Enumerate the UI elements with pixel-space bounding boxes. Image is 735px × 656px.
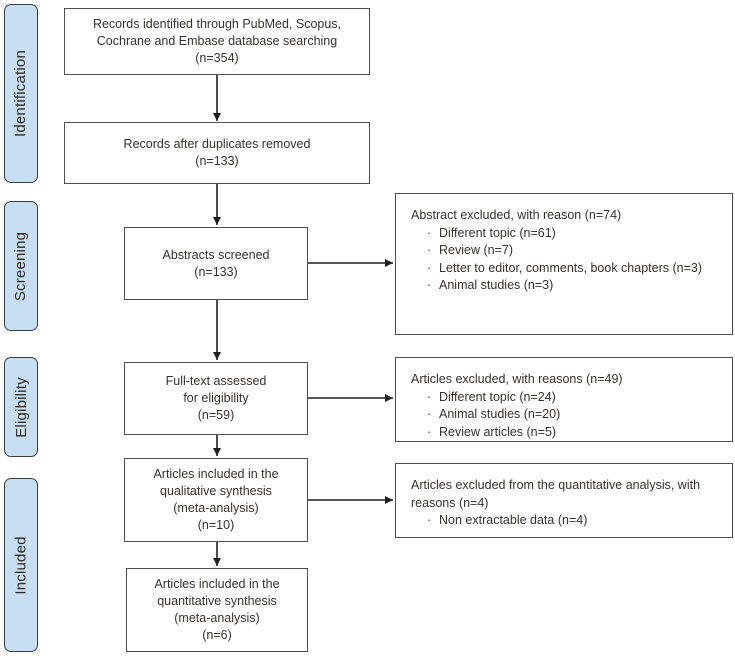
bullet-dot: ·	[427, 243, 432, 257]
stage-eligibility: Eligibility	[4, 357, 38, 457]
exclusion-item: · Different topic (n=61)	[427, 225, 718, 243]
exclusion-item-text: Review (n=7)	[439, 243, 513, 257]
flow-box-fulltext-assessed: Full-text assessed for eligibility (n=59…	[124, 362, 308, 435]
bullet-dot: ·	[427, 513, 432, 527]
flow-box-records-identified-text: Records identified through PubMed, Scopu…	[92, 17, 342, 65]
exclusion-item-text: Different topic (n=24)	[439, 389, 556, 404]
exclusion-item: · Review articles (n=5)	[427, 424, 718, 442]
stage-identification-label: Identification	[12, 49, 30, 138]
bullet-dot: ·	[427, 424, 432, 439]
stage-eligibility-label: Eligibility	[12, 376, 30, 438]
exclusion-box-fulltext-title: Articles excluded, with reasons (n=49)	[411, 372, 623, 386]
exclusion-item-text: Animal studies (n=20)	[439, 407, 561, 421]
flow-box-abstracts-screened-text: Abstracts screened (n=133)	[162, 247, 270, 279]
exclusion-box-abstract-title: Abstract excluded, with reason (n=74)	[411, 208, 622, 222]
exclusion-box-quantitative-title: Articles excluded from the quantitative …	[411, 478, 701, 510]
exclusion-box-abstract: Abstract excluded, with reason (n=74) · …	[395, 193, 733, 335]
flow-box-quantitative-synthesis-text: Articles included in the quantitative sy…	[154, 577, 280, 642]
exclusion-item-text: Animal studies (n=3)	[439, 278, 554, 292]
exclusion-box-quantitative: Articles excluded from the quantitative …	[395, 463, 733, 538]
flow-box-qualitative-synthesis: Articles included in the qualitative syn…	[124, 458, 308, 542]
exclusion-item-text: Review articles (n=5)	[439, 424, 557, 439]
stage-identification: Identification	[4, 4, 38, 183]
exclusion-item: · Non extractable data (n=4)	[427, 512, 718, 530]
bullet-dot: ·	[427, 225, 432, 240]
exclusion-item: · Animal studies (n=3)	[427, 277, 718, 295]
bullet-dot: ·	[427, 407, 432, 421]
flow-box-quantitative-synthesis: Articles included in the quantitative sy…	[126, 568, 308, 652]
flow-box-records-identified: Records identified through PubMed, Scopu…	[64, 8, 370, 75]
flow-box-duplicates-removed-text: Records after duplicates removed (n=133)	[123, 137, 311, 168]
stage-screening-label: Screening	[12, 231, 30, 301]
stage-included: Included	[4, 478, 38, 652]
exclusion-item-text: Different topic (n=61)	[439, 225, 556, 240]
flow-box-duplicates-removed: Records after duplicates removed (n=133)	[64, 122, 370, 184]
bullet-dot: ·	[427, 389, 432, 404]
bullet-dot: ·	[427, 260, 432, 275]
stage-included-label: Included	[12, 535, 30, 595]
flow-box-qualitative-synthesis-text: Articles included in the qualitative syn…	[153, 467, 279, 532]
stage-screening: Screening	[4, 201, 38, 331]
exclusion-item: · Animal studies (n=20)	[427, 406, 718, 424]
exclusion-item-text: Non extractable data (n=4)	[439, 513, 588, 527]
exclusion-box-fulltext: Articles excluded, with reasons (n=49) ·…	[395, 357, 733, 442]
exclusion-item: · Review (n=7)	[427, 242, 718, 260]
flow-box-fulltext-assessed-text: Full-text assessed for eligibility (n=59…	[165, 374, 267, 422]
bullet-dot: ·	[427, 278, 432, 292]
exclusion-item-text: Letter to editor, comments, book chapter…	[439, 260, 702, 275]
exclusion-item: · Letter to editor, comments, book chapt…	[427, 260, 718, 278]
exclusion-item: · Different topic (n=24)	[427, 389, 718, 407]
flow-box-abstracts-screened: Abstracts screened (n=133)	[124, 227, 308, 300]
